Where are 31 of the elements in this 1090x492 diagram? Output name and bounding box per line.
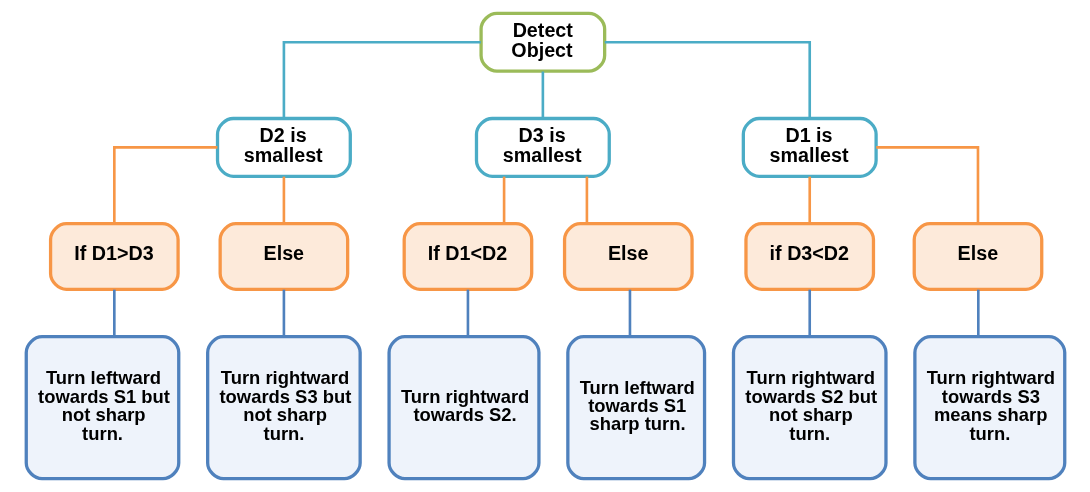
connector [112,289,116,337]
node-box: Else [912,222,1043,292]
node-box: If D1<D2 [402,222,533,292]
node-box: if D3<D2 [743,222,875,292]
node-box: D1 is smallest [741,116,878,178]
connector [628,289,631,337]
node-box: Turn rightward towards S3 but not sharp turn. [205,335,362,481]
connector [282,40,481,119]
connector [807,176,811,224]
connector [502,176,505,224]
node-box: Turn leftward towards S1 sharp turn. [565,335,706,481]
node-box: Else [562,222,694,292]
connector [112,146,217,224]
node-box: D2 is smallest [215,116,352,178]
connector [466,289,469,337]
connector [976,289,980,337]
node-box: Detect Object [478,11,606,73]
connector [585,176,588,224]
connector [282,176,285,224]
node-box: Turn leftward towards S1 but not sharp turn. [24,335,180,481]
node-box: Turn rightward towards S2. [386,335,541,481]
connector [604,40,811,119]
connector [541,71,544,119]
node-box: Turn rightward towards S2 but not sharp turn. [731,335,888,481]
node-box: Else [218,222,349,292]
node-box: Turn rightward towards S3 means sharp turn. [912,335,1066,481]
connector [875,146,979,224]
node-box: If D1>D3 [48,222,180,292]
connector [282,289,285,337]
connector [807,289,811,337]
node-box: D3 is smallest [474,116,611,178]
